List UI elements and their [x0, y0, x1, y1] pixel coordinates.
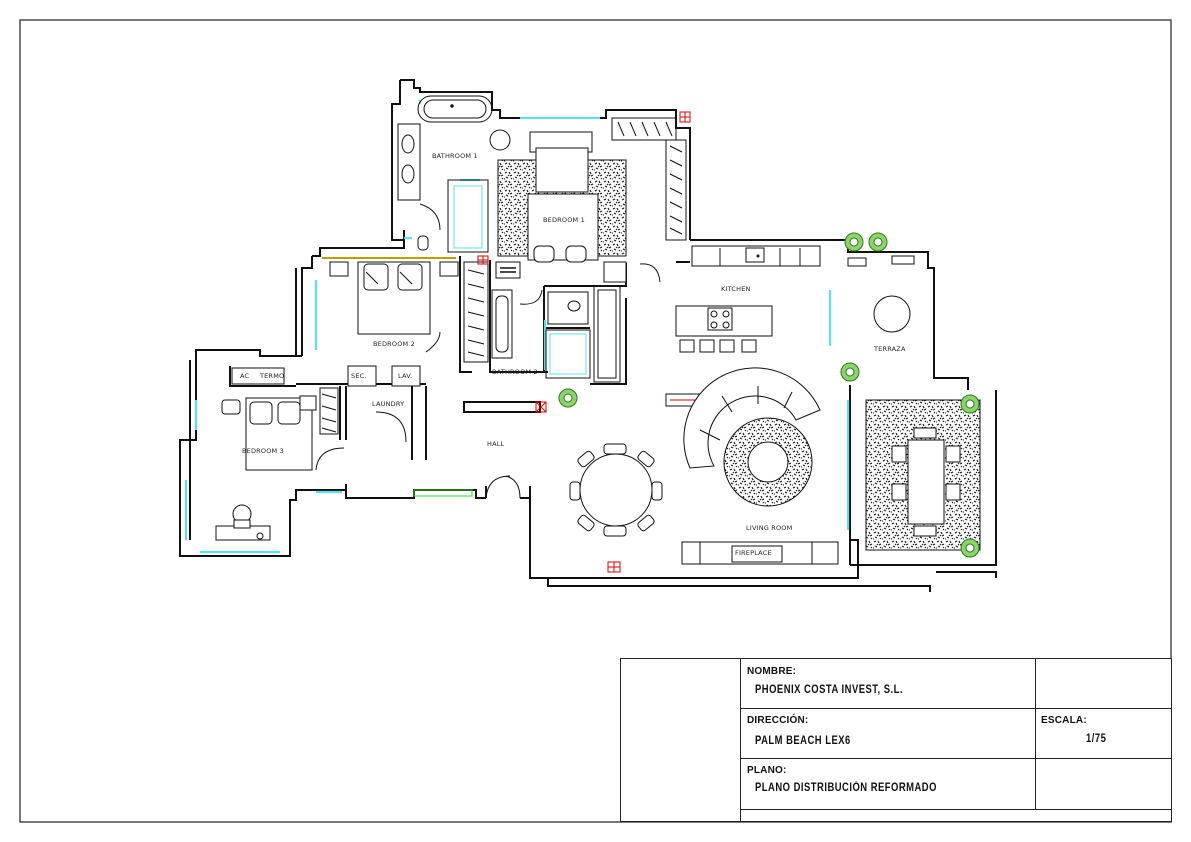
title-block-logo-cell [621, 659, 741, 821]
title-block: NOMBRE: PHOENIX COSTA INVEST, S.L. DIREC… [620, 658, 1172, 822]
dining-set [569, 443, 663, 537]
nombre-value: PHOENIX COSTA INVEST, S.L. [755, 684, 903, 696]
label-bathroom-1: BATHROOM 1 [432, 152, 478, 160]
bathroom-1-fixtures [397, 95, 511, 253]
plano-value: PLANO DISTRIBUCIÓN REFORMADO [755, 782, 937, 794]
sheet-border [19, 19, 1172, 823]
label-termo: TERMO [259, 372, 284, 380]
label-living-room: LIVING ROOM [746, 524, 792, 532]
title-block-direccion-row [741, 709, 1171, 759]
direccion-label: DIRECCIÓN: [747, 715, 809, 726]
label-bedroom-1: BEDROOM 1 [543, 216, 585, 224]
direccion-value: PALM BEACH LEX6 [755, 735, 851, 747]
bedroom-2-furniture [322, 257, 459, 353]
title-block-escala-divider [1035, 659, 1036, 809]
label-ac: AC [240, 372, 250, 380]
title-block-bottom-line [741, 809, 1171, 810]
label-bathroom-2: BATHROOM 2 [492, 368, 538, 376]
label-terraza: TERRAZA [873, 345, 906, 353]
plants [558, 232, 980, 558]
label-laundry: LAUNDRY [372, 400, 404, 408]
label-kitchen: KITCHEN [721, 285, 751, 293]
label-fireplace: FIREPLACE [735, 549, 772, 557]
terraza-furniture [847, 255, 981, 551]
closets [319, 111, 691, 435]
windows [184, 100, 850, 554]
escala-value: 1/75 [1086, 733, 1107, 745]
label-sec: SEC. [351, 372, 367, 380]
living-furniture [607, 367, 839, 573]
bedroom-1-furniture [495, 131, 661, 283]
hall-details [413, 255, 547, 499]
plano-label: PLANO: [747, 765, 787, 776]
bedroom-3-furniture [215, 365, 421, 541]
title-block-nombre-row [741, 659, 1171, 709]
label-bedroom-3: BEDROOM 3 [242, 447, 284, 455]
label-bedroom-2: BEDROOM 2 [373, 340, 415, 348]
label-lav: LAV. [398, 372, 412, 380]
label-hall: HALL [487, 440, 505, 448]
bathroom-2-fixtures [491, 285, 621, 383]
escala-label: ESCALA: [1041, 715, 1087, 726]
nombre-label: NOMBRE: [747, 666, 797, 677]
